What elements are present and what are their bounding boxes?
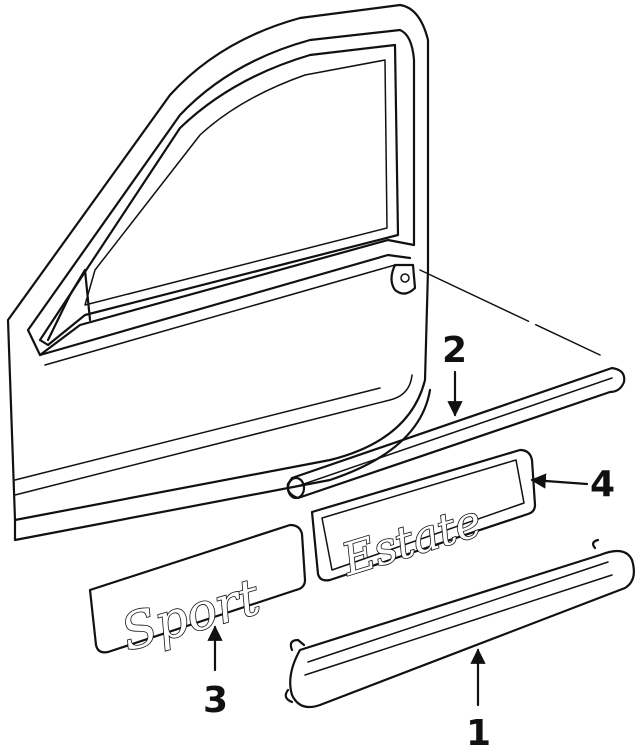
callout-4: 4 [590, 464, 615, 505]
door-belt-molding [286, 366, 626, 500]
arrow-4 [530, 473, 589, 489]
estate-emblem-text: Estate [335, 496, 487, 587]
callout-1: 1 [466, 713, 491, 749]
callout-2: 2 [442, 330, 467, 371]
sport-emblem-text: Sport [115, 568, 267, 663]
callout-numbers: 2 4 3 1 [203, 330, 615, 749]
callout-3: 3 [203, 680, 228, 721]
callout-arrows [207, 370, 589, 707]
sport-emblem: Sport [88, 523, 307, 663]
lower-door-molding [284, 538, 635, 709]
door-panel [6, 3, 601, 542]
